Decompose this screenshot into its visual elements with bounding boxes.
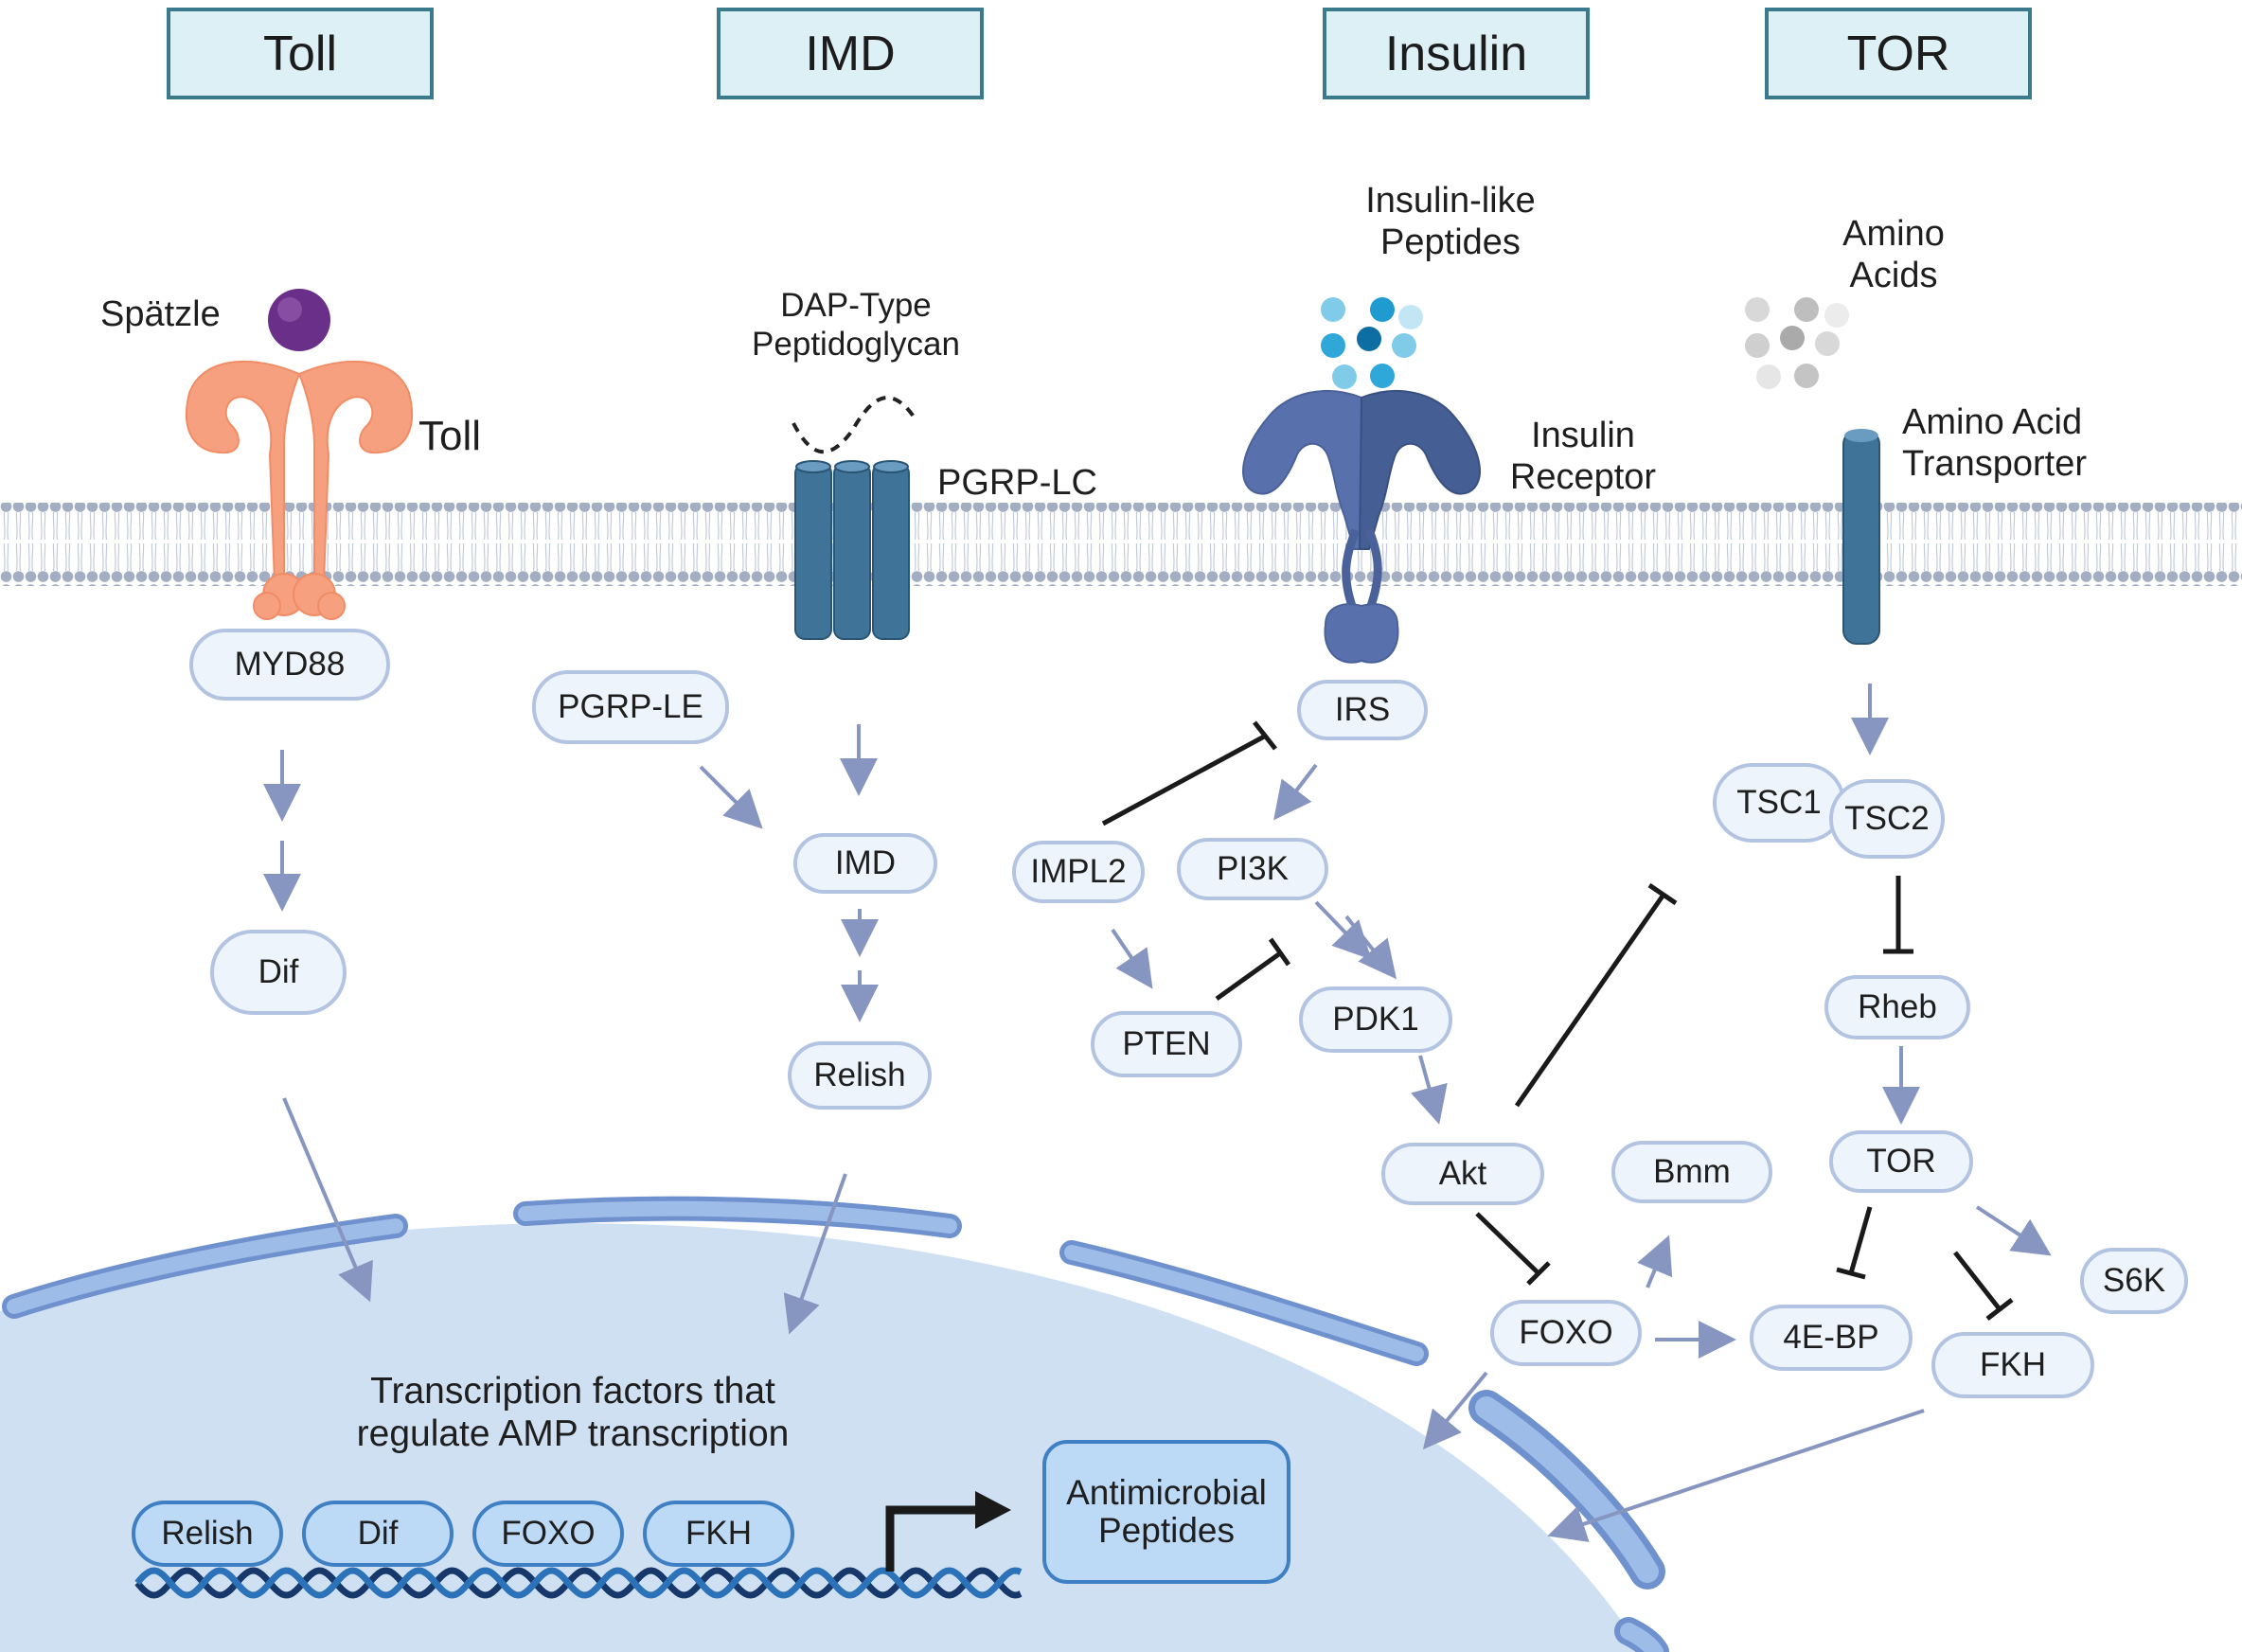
node-tor: TOR [1829,1130,1973,1193]
amino-acid-transporter-label: Amino Acid Transporter [1902,401,2087,485]
insulin-receptor-label: Insulin Receptor [1498,415,1668,498]
node-s6k: S6K [2080,1248,2188,1314]
node-pten: PTEN [1091,1011,1242,1077]
dap-label: DAP-Type Peptidoglycan [750,287,962,364]
node-dif: Dif [210,930,347,1015]
dap-label-line2: Peptidoglycan [752,325,960,363]
node-relish: Relish [788,1041,932,1110]
amino-acid-transporter [1842,429,1880,645]
title-tor: TOR [1765,8,2032,99]
transcription-start-arrow [885,1491,1011,1572]
dna-helix [134,1567,1023,1599]
tf-caption-line2: regulate AMP transcription [356,1413,790,1455]
node-myd88: MYD88 [189,629,390,701]
ir-label-line1: Insulin [1531,416,1635,455]
title-toll: Toll [167,8,434,99]
node-4e-bp: 4E-BP [1750,1305,1913,1371]
insulin-like-peptides-label: Insulin-like Peptides [1344,180,1557,263]
cell-membrane [0,503,2242,586]
tf-relish: Relish [132,1501,283,1567]
node-tsc1: TSC1 [1713,763,1845,843]
dap-peptidoglycan [792,396,916,454]
spatzle-label: Spätzle [100,294,221,334]
node-impl2: IMPL2 [1012,841,1145,903]
node-pgrp-le: PGRP-LE [532,670,729,744]
node-imd: IMD [793,833,937,894]
tf-foxo: FOXO [472,1501,624,1567]
aat-label-line1: Amino Acid [1902,402,2083,442]
nuclear-envelope [2,1196,1669,1652]
node-rheb: Rheb [1824,975,1970,1039]
ir-label-line2: Receptor [1509,457,1657,498]
node-akt: Akt [1381,1143,1544,1205]
dap-label-line1: DAP-Type [780,287,932,324]
spatzle-ligand [268,289,330,351]
aat-label-line2: Transporter [1902,444,2087,485]
tf-fkh: FKH [643,1501,794,1567]
node-pi3k: PI3K [1177,838,1328,900]
amino-acids [1745,297,1849,389]
ilp-label-line2: Peptides [1380,222,1521,263]
amp-line1: Antimicrobial [1066,1473,1267,1513]
amp-line2: Peptides [1098,1511,1235,1550]
node-bmm: Bmm [1611,1141,1772,1203]
antimicrobial-peptides-box: Antimicrobial Peptides [1042,1440,1290,1584]
activation-arrows [263,684,2052,1542]
insulin-like-peptides [1321,297,1423,389]
title-imd: IMD [717,8,984,99]
node-fkh: FKH [1931,1332,2094,1398]
pgrp-lc-receptor [794,460,910,640]
inhibition-arrows [1101,720,2014,1321]
title-insulin: Insulin [1323,8,1590,99]
aa-label-line1: Amino [1842,214,1945,254]
toll-receptor-label: Toll [418,413,482,459]
tf-caption-line1: Transcription factors that [370,1371,775,1412]
tf-dif: Dif [302,1501,454,1567]
toll-receptor [185,360,414,620]
pgrp-lc-label: PGRP-LC [937,463,1097,503]
node-tsc2: TSC2 [1829,779,1945,859]
amino-acids-label: Amino Acids [1818,213,1969,296]
ilp-label-line1: Insulin-like [1365,181,1536,221]
transcription-factors-caption: Transcription factors that regulate AMP … [303,1370,843,1455]
node-foxo: FOXO [1490,1300,1642,1366]
node-irs: IRS [1297,680,1428,740]
aa-label-line2: Acids [1849,256,1938,296]
insulin-receptor [1242,390,1481,664]
node-pdk1: PDK1 [1299,986,1452,1053]
